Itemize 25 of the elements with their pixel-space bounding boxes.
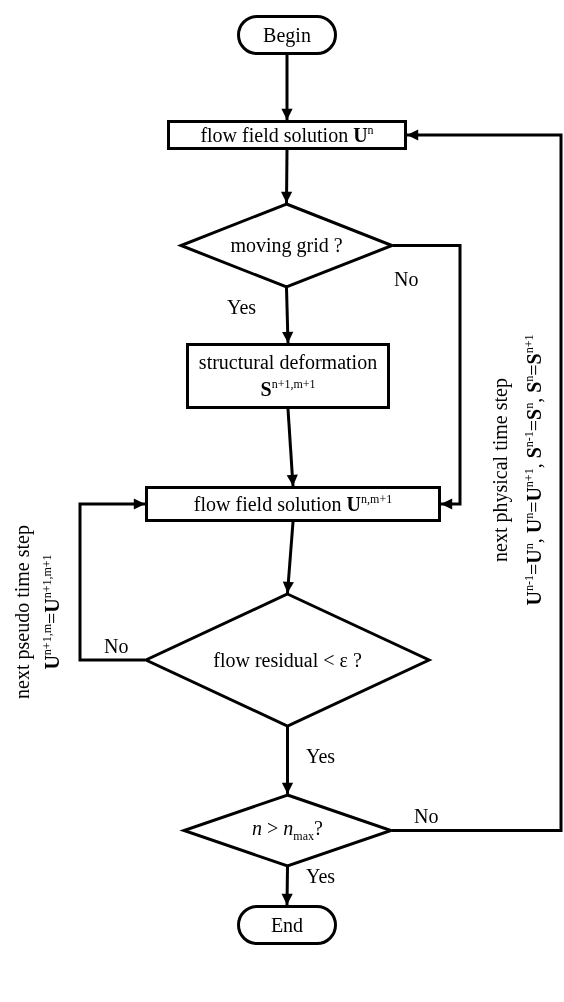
node-text: flow residual < ε ? <box>213 648 362 672</box>
formula-text: S$^{n+1,m+1}$ <box>260 378 316 401</box>
side-note: next pseudo time step <box>11 525 33 699</box>
arrow <box>393 244 462 510</box>
arrow <box>281 727 294 794</box>
arrow <box>281 866 293 906</box>
arrow <box>281 150 293 203</box>
process-box <box>186 343 390 409</box>
node-text: flow field solution U$^{n,m+1}$ <box>193 492 393 516</box>
node-text: moving grid ? <box>230 234 343 257</box>
decision-diamond <box>145 593 430 727</box>
node-text: Begin <box>263 23 311 47</box>
arrow <box>286 408 298 487</box>
arrow <box>392 129 563 832</box>
decision-diamond <box>180 203 393 288</box>
process-box <box>167 120 407 150</box>
arrow <box>281 55 293 120</box>
side-note: next physical time step <box>489 378 511 562</box>
arrow <box>282 521 295 594</box>
process-box <box>145 486 441 522</box>
node-text: End <box>270 913 304 937</box>
arrow <box>282 287 294 344</box>
node-text: structural deformation <box>198 351 378 374</box>
node-text: flow field solution U$^{n}$ <box>200 123 374 147</box>
arrow <box>78 498 145 662</box>
